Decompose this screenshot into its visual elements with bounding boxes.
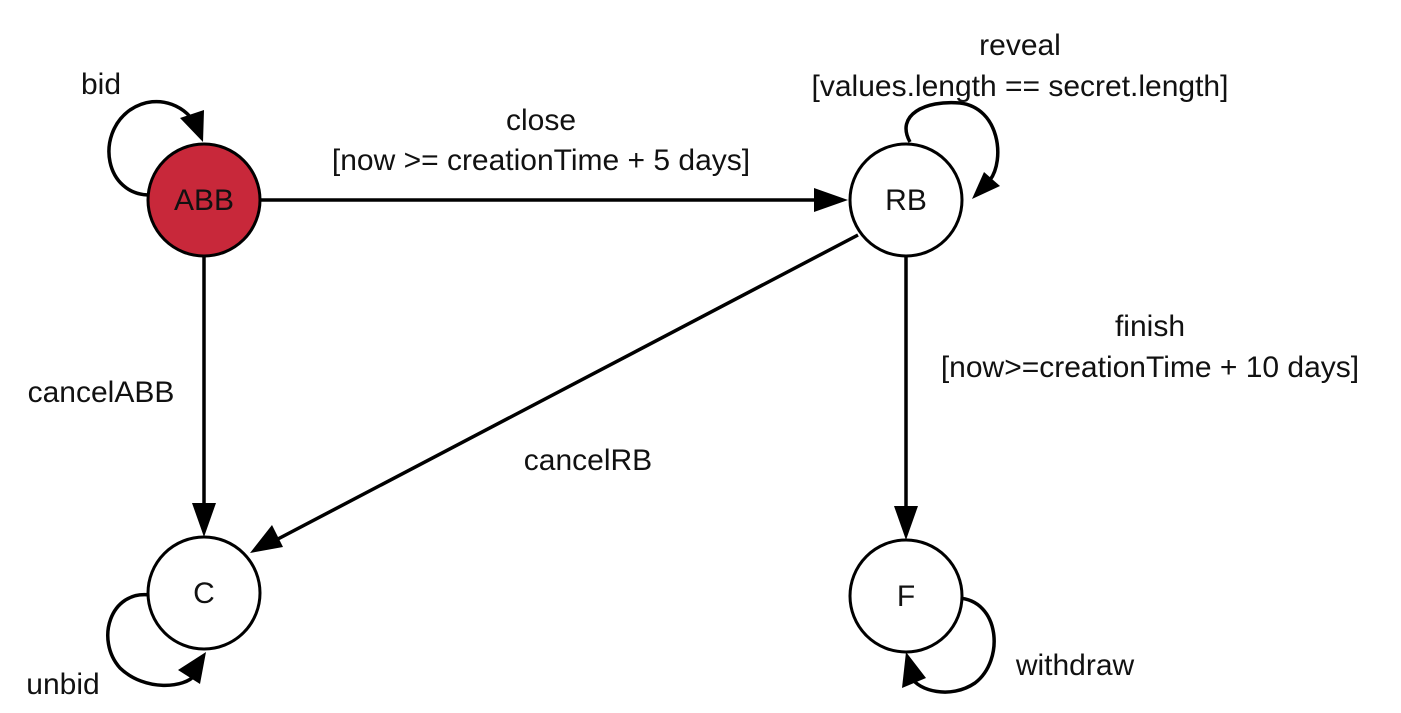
state-f-label: F (897, 580, 915, 613)
label-cancel-rb: cancelRB (524, 444, 652, 477)
state-rb (848, 142, 964, 258)
edge-bid-loop (107, 99, 197, 197)
label-cancel-abb: cancelABB (28, 376, 175, 409)
arrowhead-unbid (178, 652, 206, 684)
label-reveal: reveal (979, 29, 1061, 62)
arrowhead-reveal (972, 172, 1000, 199)
state-c (146, 535, 262, 651)
edge-unbid-loop (106, 593, 197, 688)
label-finish: finish (1115, 310, 1185, 343)
state-abb (146, 142, 262, 258)
label-unbid: unbid (26, 668, 99, 701)
label-reveal-guard: [values.length == secret.length] (812, 70, 1229, 103)
arrowhead-bid (180, 110, 204, 142)
label-bid: bid (81, 68, 121, 101)
edge-reveal-loop (904, 100, 1000, 182)
arrowhead-close (814, 188, 848, 212)
edge-withdraw-loop (910, 596, 996, 694)
arrowhead-finish (894, 506, 918, 540)
arrowhead-withdraw (902, 652, 926, 688)
state-f (848, 538, 964, 654)
arrowhead-cancel-rb (250, 525, 283, 553)
label-close-guard: [now >= creationTime + 5 days] (332, 144, 750, 177)
arrowhead-cancel-abb (192, 503, 216, 537)
label-withdraw: withdraw (1015, 649, 1135, 682)
state-abb-label: ABB (174, 184, 234, 217)
state-rb-label: RB (885, 184, 927, 217)
label-finish-guard: [now>=creationTime + 10 days] (941, 351, 1359, 384)
label-close: close (506, 104, 576, 137)
state-c-label: C (193, 577, 215, 610)
edge-cancel-rb (275, 233, 859, 542)
